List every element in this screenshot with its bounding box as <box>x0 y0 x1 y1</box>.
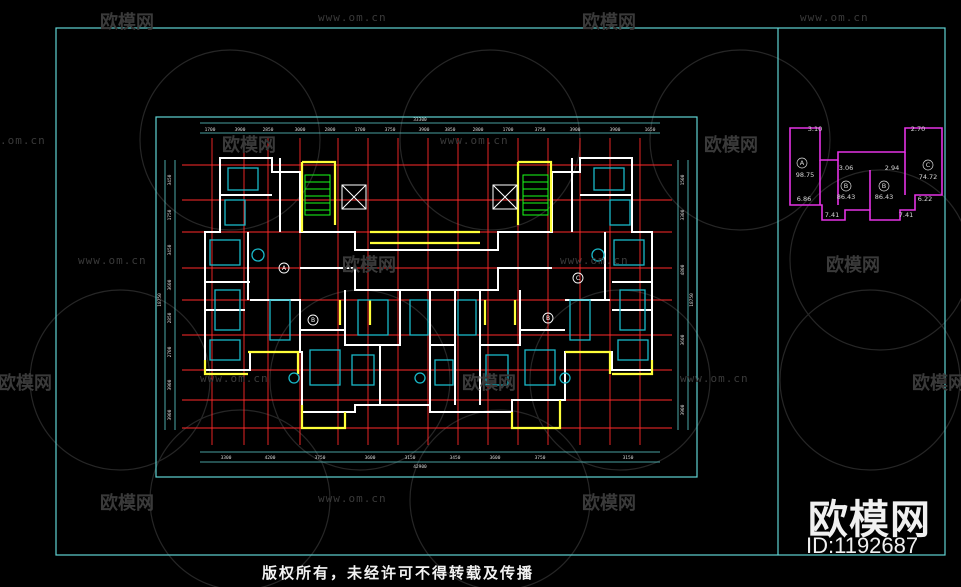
bottom-dim: 3450 <box>450 455 461 461</box>
key-dim: 6.22 <box>918 195 932 203</box>
bottom-dim: 3600 <box>490 455 501 461</box>
top-dim: 1700 <box>355 127 366 133</box>
top-total-dim: 33300 <box>413 117 427 123</box>
top-dim: 3750 <box>385 127 396 133</box>
key-plan-labels: A 98.75 B 86.43 B 86.43 C 74.72 3.10 3.0… <box>796 125 938 219</box>
left-dim: 3900 <box>167 409 173 420</box>
top-dim: 3850 <box>445 127 456 133</box>
sheet-frames <box>55 27 946 556</box>
copyright-notice: 版权所有，未经许可不得转载及传播 <box>262 564 535 582</box>
watermark-url: www.om.cn <box>318 492 387 505</box>
unit-marker-labels: A B B C <box>282 265 580 324</box>
axis-grid <box>182 138 672 445</box>
key-label-c: C <box>926 161 931 169</box>
top-dim: 3900 <box>235 127 246 133</box>
stairs-green <box>304 174 549 216</box>
unit-label: B <box>546 315 550 322</box>
right-dim: 1500 <box>680 174 686 185</box>
watermark-url: www.om.cn <box>680 372 749 385</box>
watermark-logo: 欧模网 <box>100 493 154 514</box>
elevator-shafts <box>341 184 518 210</box>
top-dim: 2800 <box>325 127 336 133</box>
watermark-logo: 欧模网 <box>0 373 52 394</box>
key-area-a: 98.75 <box>796 171 815 179</box>
unit-markers <box>278 262 584 326</box>
top-dim: 1700 <box>503 127 514 133</box>
key-dim: 7.41 <box>825 211 839 219</box>
watermark-logo: 欧模网 <box>222 135 276 156</box>
left-dim: 2850 <box>167 312 173 323</box>
key-dim: 2.70 <box>911 125 925 133</box>
watermark-logo: 欧模网 <box>826 255 880 276</box>
top-dim: 2850 <box>263 127 274 133</box>
right-total-dim: 18750 <box>689 293 695 307</box>
key-dim: 2.94 <box>885 164 899 172</box>
top-dim: 2800 <box>473 127 484 133</box>
key-dim: 3.10 <box>808 125 822 133</box>
watermark-url: www.om.cn <box>560 254 629 267</box>
watermark-url: www.om.cn <box>78 254 147 267</box>
left-total-dim: 18750 <box>157 293 163 307</box>
watermark-logo: 欧模网 <box>100 12 154 33</box>
left-dim: 3450 <box>167 244 173 255</box>
unit-label: C <box>576 275 580 282</box>
unit-label: B <box>311 317 315 324</box>
brand-logo: 欧模网 <box>808 497 931 543</box>
key-area-c: 74.72 <box>919 173 938 181</box>
left-dim: 3600 <box>167 279 173 290</box>
watermark-url: www.om.cn <box>440 134 509 147</box>
key-area-b2: 86.43 <box>875 193 894 201</box>
bottom-dim: 3150 <box>623 455 634 461</box>
top-dim: 1650 <box>645 127 656 133</box>
key-dim: 7.41 <box>899 211 913 219</box>
right-dim: 3900 <box>680 404 686 415</box>
walls-white <box>204 157 653 413</box>
left-dim: 1750 <box>167 209 173 220</box>
top-dim: 3750 <box>535 127 546 133</box>
key-plan <box>789 127 943 221</box>
dimension-lines <box>164 122 689 463</box>
watermark-url: www.om.cn <box>318 11 387 24</box>
watermark-url: .om.cn <box>0 134 46 147</box>
bottom-dim: 3750 <box>315 455 326 461</box>
watermark-logo: 欧模网 <box>912 373 961 394</box>
watermark-logo: 欧模网 <box>462 373 516 394</box>
key-label-b1: B <box>844 182 848 190</box>
watermark-logo: 欧模网 <box>582 493 636 514</box>
unit-label: A <box>282 265 287 272</box>
top-dim: 3900 <box>610 127 621 133</box>
top-dim: 3900 <box>570 127 581 133</box>
top-dim: 3000 <box>295 127 306 133</box>
dimension-text: 33300 42900 1700 3900 2850 3000 2800 170… <box>205 117 656 470</box>
bottom-dim: 3150 <box>405 455 416 461</box>
brand-id-label: ID:1192687 <box>806 533 919 558</box>
watermark-logo: 欧模网 <box>342 255 396 276</box>
key-dim: 6.86 <box>797 195 811 203</box>
key-area-b1: 86.43 <box>837 193 856 201</box>
watermark-url: www.om.cn <box>800 11 869 24</box>
watermark-logo: 欧模网 <box>704 135 758 156</box>
left-dim: 3450 <box>167 174 173 185</box>
top-dim: 1700 <box>205 127 216 133</box>
walls-yellow <box>203 160 654 430</box>
right-dim: 4800 <box>680 264 686 275</box>
left-dim: 2700 <box>167 346 173 357</box>
key-dim: 3.06 <box>839 164 853 172</box>
bottom-total-dim: 42900 <box>413 464 427 470</box>
key-label-b2: B <box>882 182 886 190</box>
side-dimension-text: 3450 1750 3450 3600 2850 2700 3900 3900 … <box>157 174 695 420</box>
key-label-a: A <box>800 159 805 167</box>
watermark-logo: 欧模网 <box>582 12 636 33</box>
furniture-cyan <box>209 167 649 386</box>
right-dim: 3600 <box>680 334 686 345</box>
bottom-dim: 4200 <box>265 455 276 461</box>
bottom-dim: 3300 <box>221 455 232 461</box>
bottom-dim: 3750 <box>535 455 546 461</box>
right-dim: 3300 <box>680 209 686 220</box>
top-dim: 3900 <box>419 127 430 133</box>
watermark-url: www.om.cn <box>200 372 269 385</box>
left-dim: 3900 <box>167 379 173 390</box>
bottom-dim: 3600 <box>365 455 376 461</box>
